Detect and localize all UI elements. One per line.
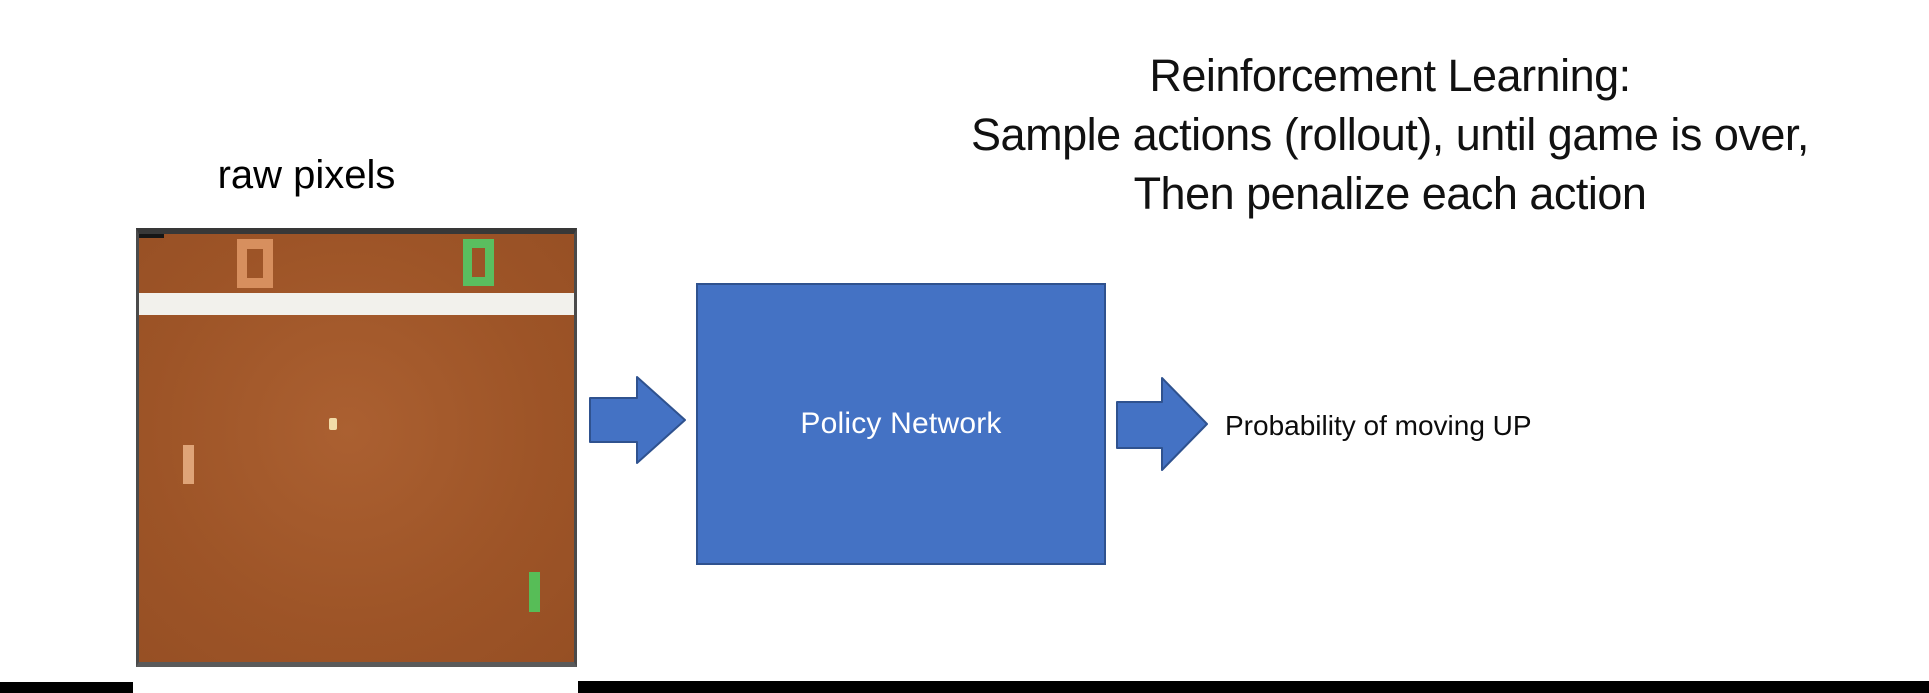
- right-player-score-zero: [463, 239, 494, 286]
- rl-title-line-3: Then penalize each action: [1133, 168, 1647, 219]
- input-arrow-right-icon: [589, 376, 686, 464]
- policy-network-label: Policy Network: [800, 407, 1002, 440]
- raw-pixels-label: raw pixels: [217, 153, 396, 197]
- pong-white-line: [139, 293, 574, 315]
- pong-game-screenshot: [136, 228, 577, 667]
- policy-network-box: Policy Network: [696, 283, 1106, 565]
- probability-of-moving-up-label: Probability of moving UP: [1225, 410, 1532, 441]
- output-arrow-right-icon: [1116, 377, 1208, 471]
- pong-ball: [329, 418, 337, 430]
- bottom-bar-right: [578, 681, 1929, 693]
- pong-left-paddle: [183, 445, 194, 484]
- bottom-bar-left: [0, 682, 133, 693]
- rl-title-line-2: Sample actions (rollout), until game is …: [971, 109, 1809, 160]
- rl-title-line-1: Reinforcement Learning:: [1149, 50, 1631, 101]
- left-player-score-zero: [237, 239, 273, 288]
- pong-field: [139, 234, 574, 662]
- rl-title: Reinforcement Learning: Sample actions (…: [850, 46, 1929, 223]
- pong-top-dash: [139, 234, 164, 238]
- pong-right-paddle: [529, 572, 540, 612]
